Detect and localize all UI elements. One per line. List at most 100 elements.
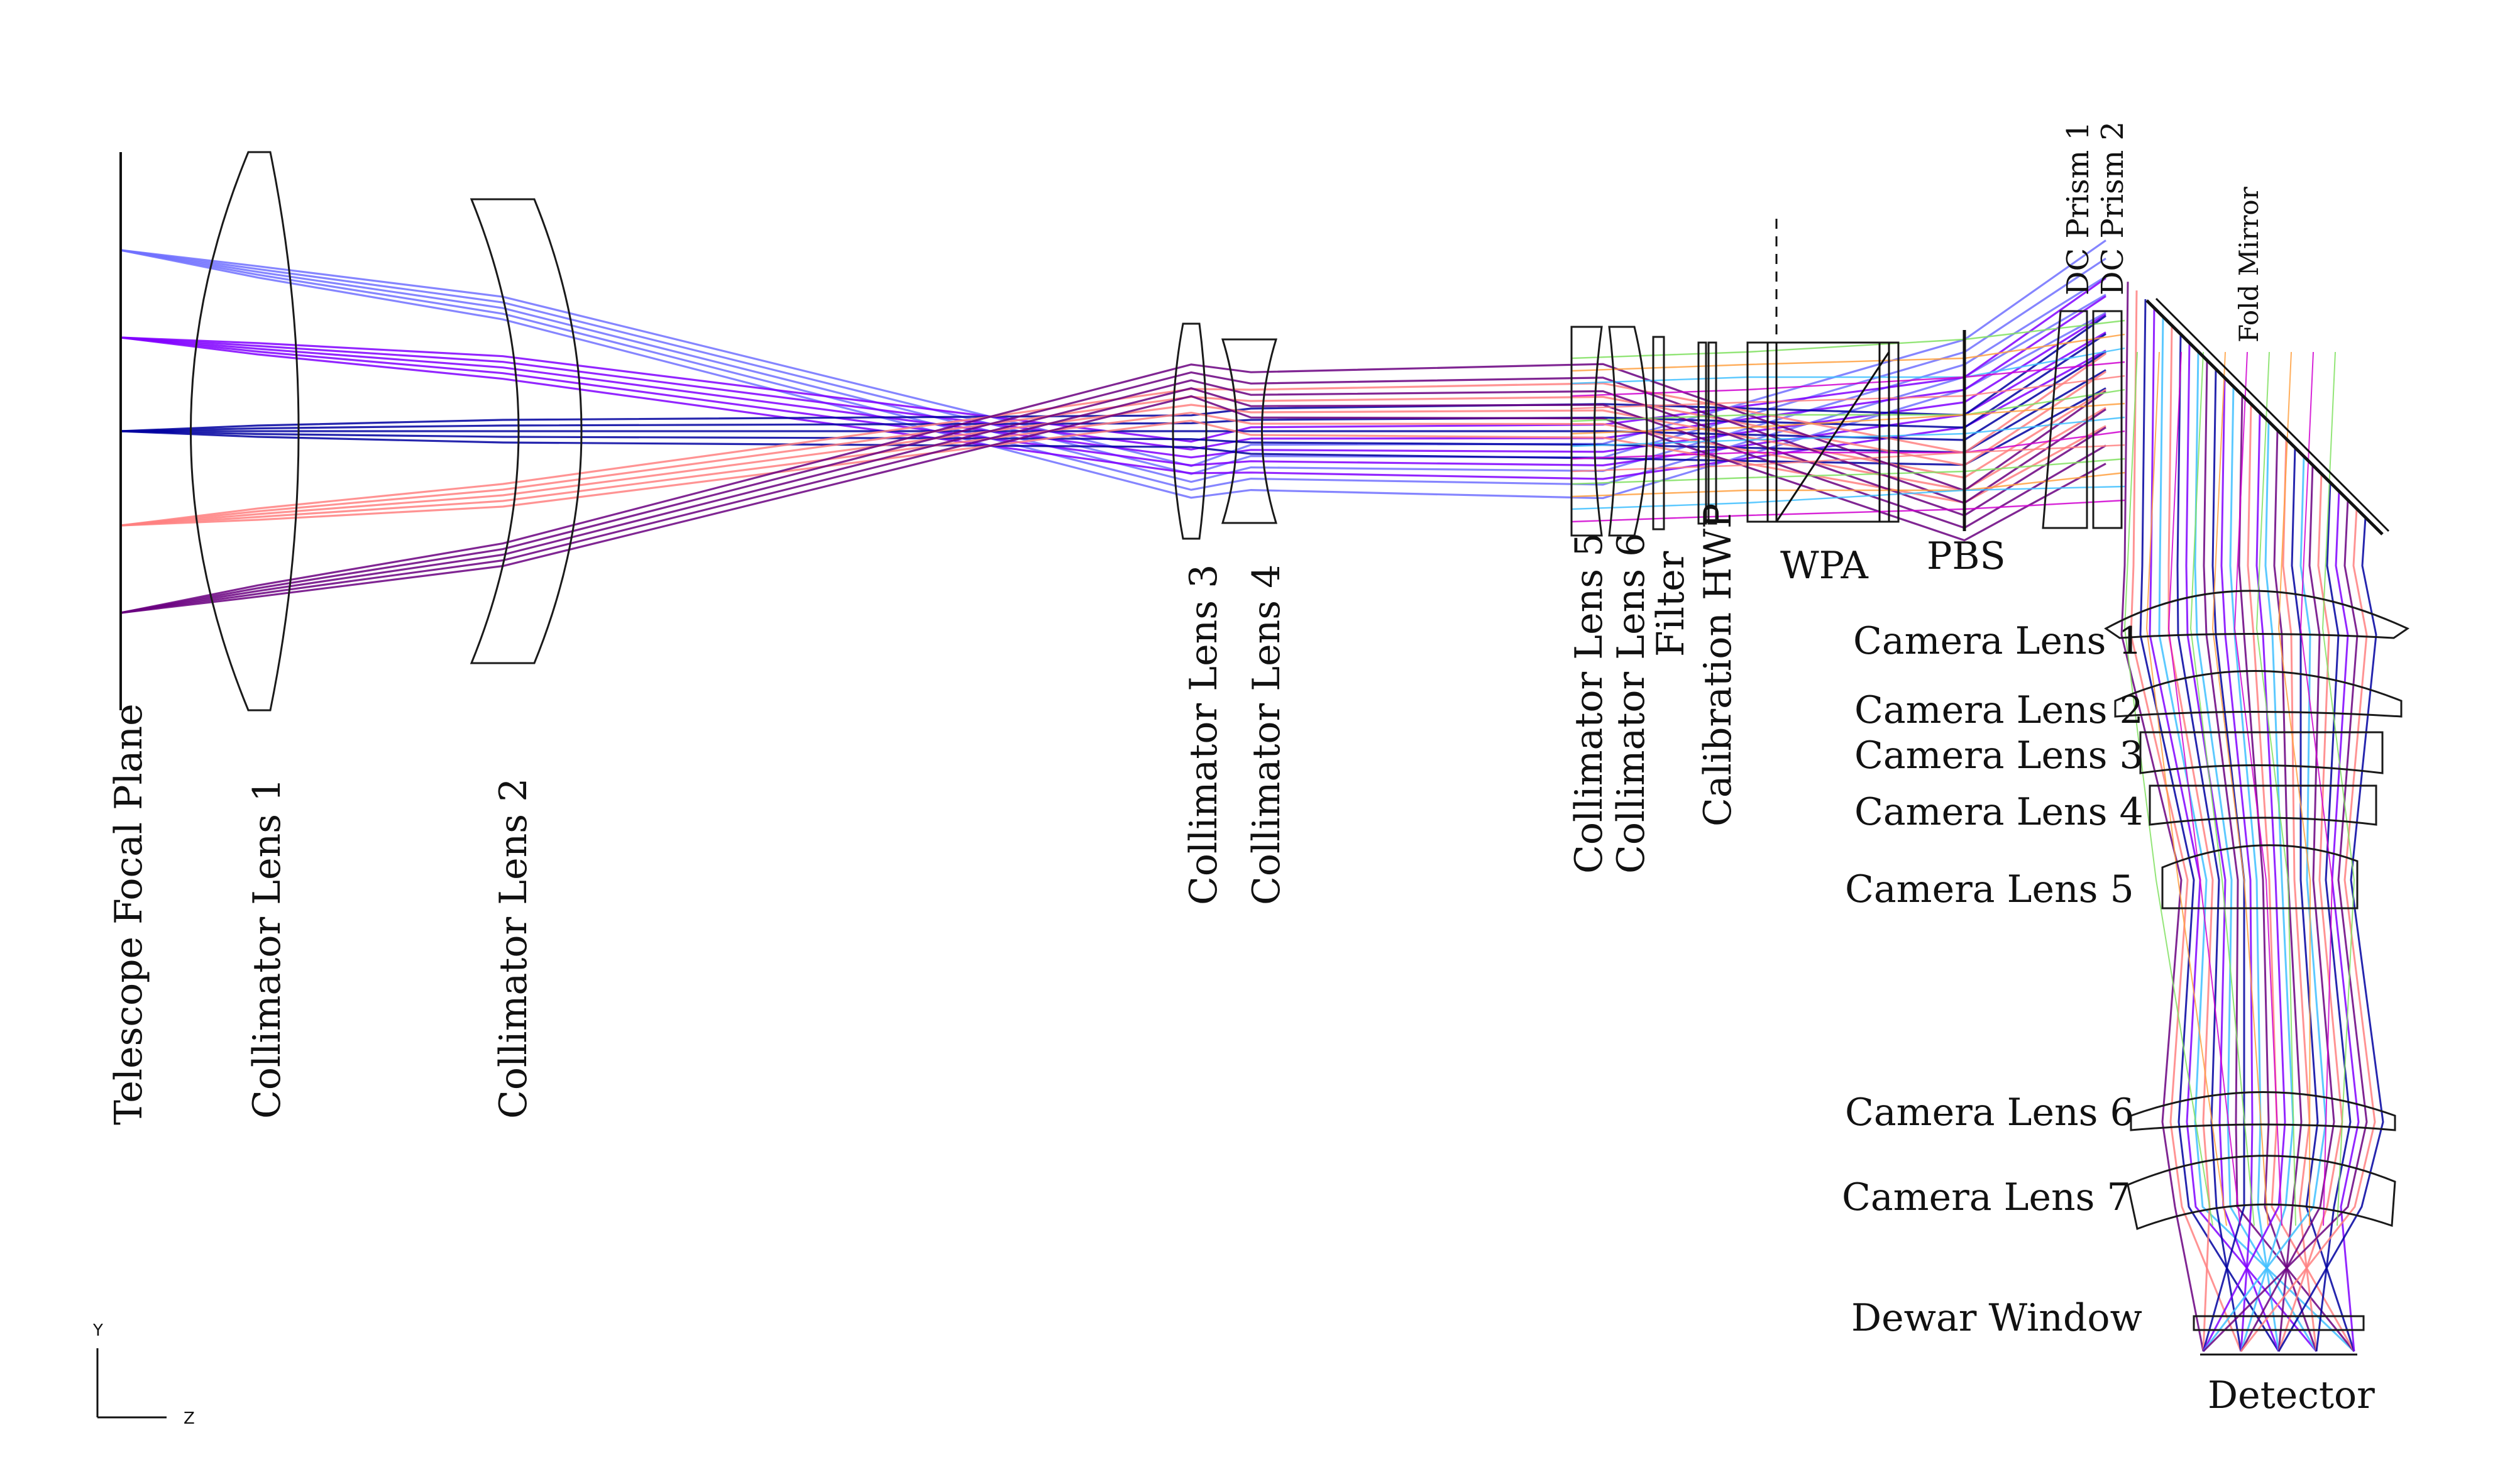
fold-mirror-shape [2145, 299, 2384, 536]
ray-collimator-path [120, 353, 2106, 527]
ray-camera-path [2238, 395, 2318, 1352]
ray-analyzer-path [1571, 375, 2125, 410]
axis-z-label: Z [184, 1409, 195, 1428]
ray-camera-path [2176, 334, 2242, 1352]
ray-collimator-path [120, 407, 2106, 527]
ray-camera-path [2202, 412, 2286, 1352]
dewar-window-shape [2193, 1315, 2365, 1331]
ray-camera-accent [2167, 351, 2241, 1226]
collimator-lens-2-shape [470, 198, 583, 664]
label-camera-lens-5: Camera Lens 5 [1845, 867, 2134, 911]
ray-camera-path [2277, 517, 2384, 1352]
ray-camera-path [2240, 508, 2376, 1352]
label-camera-lens-3: Camera Lens 3 [1854, 734, 2144, 778]
optics [119, 151, 2410, 1356]
label-camera-lens-6: Camera Lens 6 [1845, 1091, 2134, 1135]
label-dc-prism-1: DC Prism 1 [2061, 121, 2096, 295]
ray-camera-accent [2321, 351, 2355, 1226]
camera-lens-4-shape [2149, 784, 2377, 826]
label-filter: Filter [1649, 551, 1693, 657]
ray-collimator-path [120, 419, 2106, 527]
ray-analyzer-path [1571, 430, 2125, 460]
camera-lens-3-shape [2139, 731, 2384, 774]
ray-collimator-path [120, 249, 2106, 500]
label-collimator-lens-2: Collimator Lens 2 [492, 778, 536, 1119]
camera-lens-7-shape [2127, 1155, 2396, 1231]
label-pbs: PBS [1927, 534, 2006, 578]
ray-camera-accent [2145, 351, 2227, 1226]
ray-collimator-path [120, 239, 2106, 468]
collimator-lens-4-shape [1221, 338, 1278, 524]
ray-camera-path [2202, 500, 2368, 1353]
ray-analyzer-path [1571, 458, 2125, 485]
ray-camera-path [2282, 439, 2318, 1352]
ray-collimator-path [120, 363, 2106, 614]
axis-triad: Y Z [92, 1321, 195, 1428]
ray-camera-path [2277, 473, 2343, 1352]
label-collimator-lens-6: Collimator Lens 6 [1609, 533, 1653, 874]
component-labels: Telescope Focal Plane Collimator Lens 1 … [107, 121, 2375, 1417]
label-telescope-focal-plane: Telescope Focal Plane [107, 703, 151, 1125]
ray-camera-accent [2299, 351, 2333, 1226]
label-camera-lens-4: Camera Lens 4 [1854, 790, 2144, 834]
label-calibration-hwp: Calibration HWP [1696, 503, 1740, 827]
label-camera-lens-2: Camera Lens 2 [1854, 688, 2144, 732]
ray-analyzer-path [1571, 499, 2125, 523]
ray-camera-accent [2233, 351, 2282, 1226]
filter-shape [1652, 336, 1665, 530]
ray-collimator-path [120, 395, 2106, 614]
camera-lens-1-shape [2104, 590, 2410, 639]
ray-collimator-path [120, 313, 2106, 459]
label-collimator-lens-5: Collimator Lens 5 [1567, 533, 1611, 874]
collimator-lens-5-shape [1570, 326, 1603, 537]
ray-collimator-path [120, 388, 2106, 527]
ray-collimator-path [120, 379, 2106, 614]
ray-camera-path [2149, 307, 2318, 1352]
ray-analyzer-path [1571, 388, 2125, 422]
dc-prism-2-shape [2092, 310, 2123, 529]
ray-camera-path [2158, 316, 2355, 1353]
ray-collimator-path [120, 387, 2106, 614]
ray-collimator-path [120, 277, 2106, 443]
ray-camera-path [2139, 299, 2280, 1352]
ray-analyzer-path [1571, 333, 2125, 372]
ray-analyzer-path [1571, 444, 2125, 473]
ray-collimator-path [120, 371, 2106, 614]
ray-analyzer-path [1571, 471, 2125, 498]
label-collimator-lens-4: Collimator Lens 4 [1245, 564, 1289, 905]
ray-camera-path [2229, 386, 2280, 1352]
ray-camera-path [2240, 421, 2294, 1352]
axis-y-label: Y [92, 1321, 103, 1340]
ray-analyzer-path [1571, 361, 2125, 397]
ray-analyzer-path [1571, 319, 2125, 360]
label-camera-lens-7: Camera Lens 7 [1842, 1175, 2131, 1219]
ray-camera-accent [2277, 351, 2311, 1226]
label-dewar-window: Dewar Window [1851, 1296, 2142, 1340]
ray-analyzer-path [1571, 416, 2125, 448]
ray-camera-path [2130, 290, 2242, 1352]
calibration-hwp-shape [1697, 341, 1707, 525]
collimator-lens-3-shape [1172, 322, 1208, 540]
ray-camera-accent [2123, 351, 2213, 1226]
label-collimator-lens-1: Collimator Lens 1 [245, 778, 289, 1119]
collimator-lens-6-shape [1608, 326, 1648, 537]
ray-camera-path [2203, 360, 2355, 1352]
ray-collimator-path [120, 249, 2106, 475]
camera-lens-5-shape [2161, 844, 2359, 910]
ray-analyzer-path [1571, 402, 2125, 435]
ray-camera-accent [2189, 351, 2255, 1226]
camera-lens-2-shape [2114, 670, 2403, 718]
ray-camera-path [2220, 377, 2254, 1352]
ray-collimator-path [120, 249, 2106, 491]
wpa-shape [1746, 219, 1900, 523]
ray-camera-path [2120, 282, 2205, 1352]
label-fold-mirror: Fold Mirror [2233, 186, 2264, 343]
collimator-lens-1-shape [190, 151, 300, 712]
label-dc-prism-2: DC Prism 2 [2095, 121, 2130, 295]
ray-collimator-path [120, 370, 2106, 527]
ray-camera-accent [2255, 351, 2296, 1226]
label-collimator-lens-3: Collimator Lens 3 [1182, 564, 1226, 905]
ray-camera-path [2240, 464, 2335, 1352]
ray-camera-path [2247, 404, 2355, 1352]
ray-analyzer-path [1571, 485, 2125, 510]
